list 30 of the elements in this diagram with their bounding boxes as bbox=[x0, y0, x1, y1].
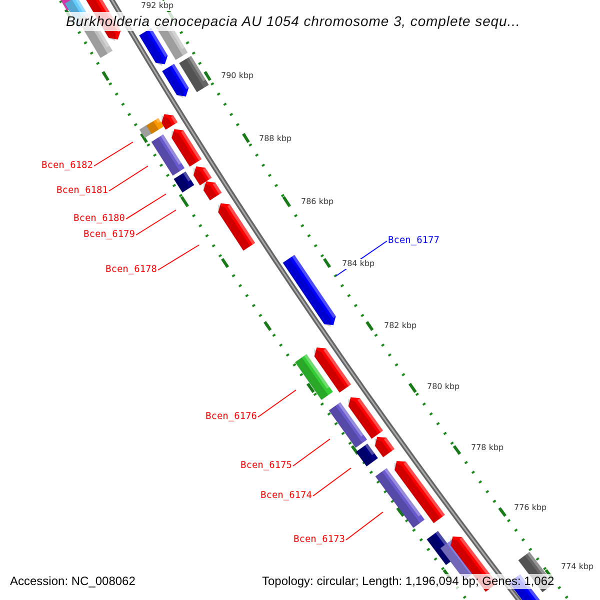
gene-label: Bcen_6178 bbox=[106, 264, 157, 276]
gene-label: Bcen_6175 bbox=[240, 460, 292, 472]
gene-label: Bcen_6176 bbox=[206, 411, 257, 423]
leader-line bbox=[126, 194, 166, 220]
tick-label: 774 kbp bbox=[560, 562, 595, 572]
leader-line bbox=[346, 512, 384, 540]
gene-label: Bcen_6173 bbox=[294, 534, 345, 546]
gene-label: Bcen_6177 bbox=[388, 235, 440, 247]
tick-label: 792 kbp bbox=[140, 1, 175, 11]
tick-label: 784 kbp bbox=[341, 259, 376, 269]
gene-label: Bcen_6182 bbox=[42, 160, 93, 172]
tick-label: 780 kbp bbox=[426, 382, 461, 392]
leader-line bbox=[292, 438, 330, 466]
leader-line bbox=[136, 210, 176, 236]
tick-label: 788 kbp bbox=[258, 134, 293, 144]
gene-label: Bcen_6179 bbox=[84, 229, 135, 241]
tick-label: 786 kbp bbox=[300, 197, 335, 207]
tick-label: 790 kbp bbox=[220, 71, 255, 81]
leader-line bbox=[94, 142, 134, 166]
tick-label: 782 kbp bbox=[383, 321, 418, 331]
tick-label: 778 kbp bbox=[470, 443, 505, 453]
leader-line bbox=[108, 166, 148, 192]
leader-line bbox=[312, 468, 352, 496]
leader-line bbox=[258, 390, 296, 418]
tick-label: 776 kbp bbox=[513, 503, 548, 513]
gene-label: Bcen_6180 bbox=[74, 213, 125, 225]
gene-label: Bcen_6181 bbox=[56, 185, 108, 197]
leader-line bbox=[158, 244, 200, 270]
footer-text: Accession: NC_008062 bbox=[8, 574, 138, 589]
gene-label: Bcen_6174 bbox=[260, 490, 312, 502]
